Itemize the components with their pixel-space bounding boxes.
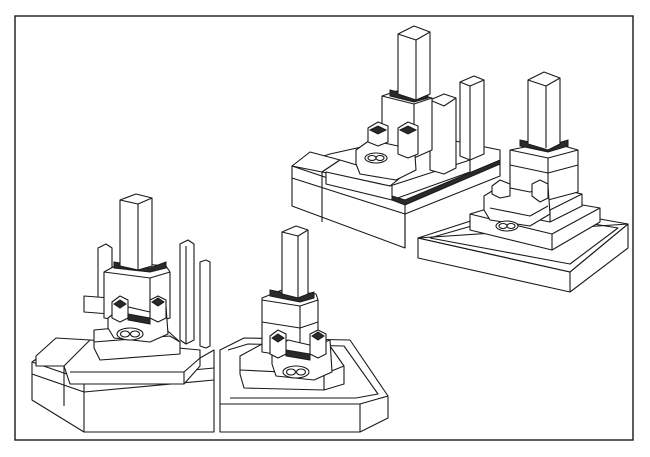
grave-front-left [31,193,215,433]
upright-stone [281,225,309,299]
upright-stone [397,25,431,101]
drawing-frame [14,15,634,441]
grave-back-left [291,25,501,249]
grave-back-right [417,71,629,293]
grave-front-right [219,225,389,433]
wall-post-right [179,239,195,345]
back-panel [429,93,457,175]
upright-stone [527,71,561,151]
wall-post-right [459,75,485,161]
upright-stone [119,193,153,271]
